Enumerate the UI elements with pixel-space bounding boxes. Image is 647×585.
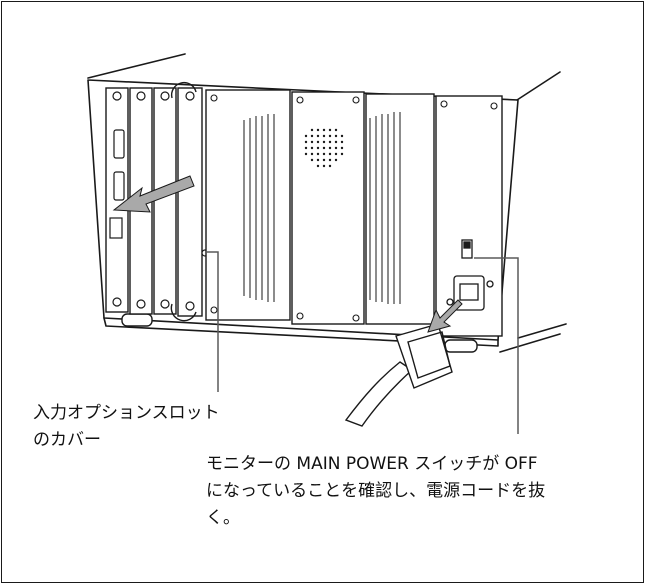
heatsink-left-panel [205,89,291,321]
label-input-option-slot-cover: 入力オプションスロット のカバー [33,400,220,454]
slot-screws [112,91,209,311]
callout-lines [206,251,519,434]
callout-line-switch [474,257,519,434]
label-cover-line1: 入力オプションスロット [33,403,220,423]
label-power-line1: モニターの MAIN POWER スイッチが OFF [206,454,538,474]
slot-panel-3 [153,87,177,315]
slot1-connectors [109,129,125,239]
heatsink-fins [243,112,401,304]
label-power-line2: になっていることを確認し、電源コードを抜 [206,481,546,501]
chassis-base [103,317,499,347]
main-power-switch [461,239,473,259]
plug-pull-arrow [427,299,463,333]
heatsink-panels [205,89,503,337]
panel-screws [210,94,498,322]
chassis-top-edge [87,53,186,79]
label-power-line3: く。 [206,508,240,528]
slot-panels [105,87,203,317]
foot-left [121,313,153,327]
screw-rotate-arrows [170,81,197,322]
chassis-back-face [87,79,519,341]
foot-right [444,339,478,353]
slot-panel-4 [177,87,203,317]
callout-line-cover [206,251,219,392]
fan-grille [304,128,344,168]
chassis-side [499,71,567,353]
power-cord-plug [344,323,453,427]
label-main-power-instruction: モニターの MAIN POWER スイッチが OFF になっていることを確認し、… [206,451,545,532]
label-cover-line2: のカバー [33,430,101,450]
cover-pull-arrow [112,175,195,213]
fan-panel [291,91,365,325]
pull-arrows [112,175,463,333]
ac-inlet [446,275,494,311]
